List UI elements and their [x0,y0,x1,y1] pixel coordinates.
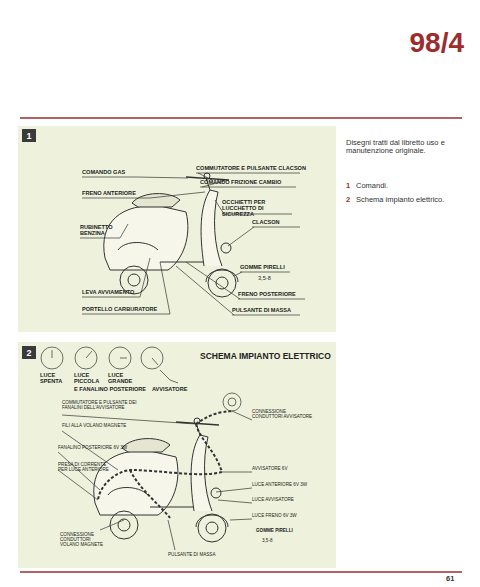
part-label: OCCHIETTI PER LUCCHETTO DI SICUREZZA [222,199,294,217]
part-label: CLACSON [252,219,280,225]
switch-label: LUCE PICCOLA [74,372,98,384]
caption: Disegni tratti dal libretto uso e manute… [346,139,458,156]
wire-label: COMMUTATORE E PULSANTE DEI FANALINI DELL… [62,400,142,410]
panel-one [18,126,336,332]
part-label: RUBINETTO BENZINA [80,224,124,236]
part-label: AVVISATORE [152,386,187,392]
wire-label: CONNESSIONE CONDUTTORI VOLANO MAGNETE [60,532,110,547]
part-label: PORTELLO CARBURATORE [82,306,157,312]
tyre-size: 3,5-8 [262,538,272,543]
switch-label: LUCE SPENTA [40,372,64,384]
wire-label: PULSANTE DI MASSA [168,552,215,557]
panel-number-text: 1 [26,131,31,141]
part-label: FRENO POSTERIORE [238,291,296,297]
wire-label: CONNESSIONE CONDUTTORI AVVISATORE [252,409,316,419]
tyre-label: GOMME PIRELLI [256,528,293,533]
panel-number: 1 [22,129,36,142]
part-label: COMANDO FRIZIONE CAMBIO [200,179,281,185]
tyre-size: 3,5-8 [258,275,271,281]
wire-label: FILI ALLA VOLANO MAGNETE [62,423,126,428]
part-label: PULSANTE DI MASSA [232,307,291,313]
switch-label: E FANALINO POSTERIORE [74,386,146,392]
page-number: 61 [446,575,454,583]
side-text: Comandi. [356,182,456,190]
switch-label: LUCE GRANDE [108,372,134,384]
panel-number: 2 [22,346,36,359]
part-label: COMANDO GAS [82,169,125,175]
part-label: FRENO ANTERIORE [82,190,136,196]
part-label: COMMUTATORE E PULSANTE CLACSON [196,165,306,171]
panel-number-text: 2 [26,348,31,358]
side-number: 2 [346,196,350,204]
wire-label: AVVISATORE 6V [252,466,288,471]
wire-label: LUCE AVVISATORE [252,497,294,502]
page-title: 98/4 [360,28,464,59]
side-number: 1 [346,182,350,190]
wire-label: LUCE ANTERIORE 6V 3W [252,482,307,487]
tyre-label: GOMME PIRELLI [240,264,285,270]
wire-label: LUCE FRENO 6V 3W [252,513,297,518]
side-text: Schema impianto elettrico. [356,196,456,204]
wire-label: FANALINO POSTERIORE 6V 3W [58,445,127,450]
part-label: LEVA AVVIAMENTO [82,289,134,295]
wire-label: PRESA DI CORRENTE PER LUCE ANTERIORE [58,462,112,472]
panel-two [18,342,336,568]
schema-title: SCHEMA IMPIANTO ELETTRICO [200,352,331,361]
